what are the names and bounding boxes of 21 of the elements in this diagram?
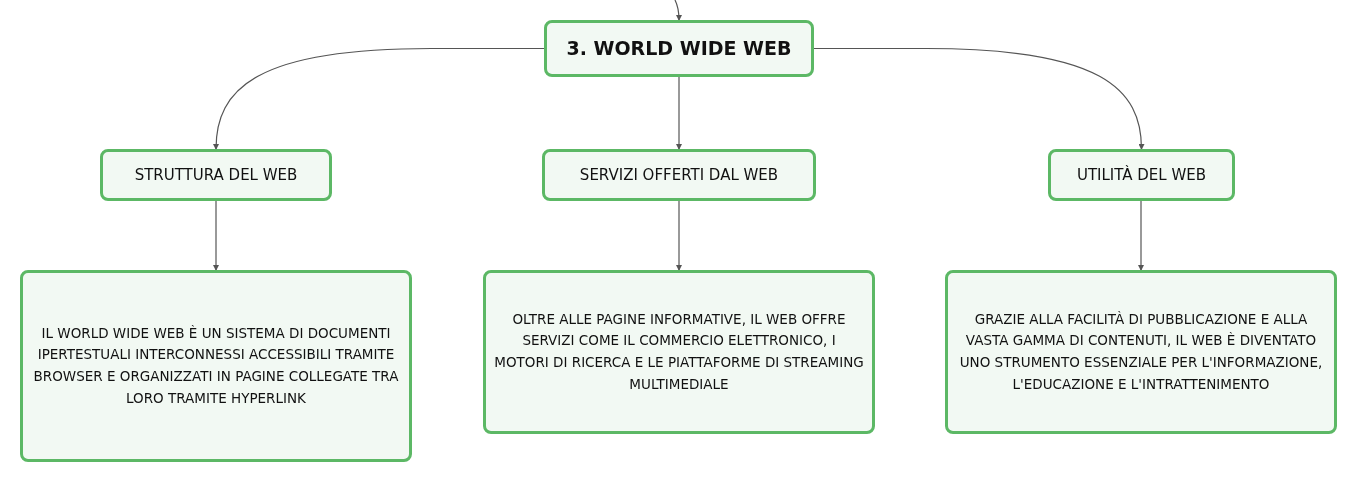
subtopic-box [542,149,816,201]
subtopic-box [100,149,332,201]
topic-title: UTILITÀ DEL WEB [1076,166,1207,184]
connector-arrow [813,47,1145,150]
description-box [945,270,1337,434]
topic-title: STRUTTURA DEL WEB [134,166,298,184]
connector-arrow [1138,200,1144,271]
connector-arrow [213,47,545,150]
connector-arrow [676,200,682,271]
description-box [483,270,875,434]
connector-arrow [213,200,219,271]
main-topic-box [544,20,814,77]
connector-arrow [676,76,682,150]
description-text: OLTRE ALLE PAGINE INFORMATIVE, IL WEB OFFRE SERVIZI COME IL COMMERCIO ELETTRONICO, I MOTORI DI RICERCA E LE PIATTAFORME DI STREAMING MULTIMEDIALE [494,309,864,394]
topic-title: 3. WORLD WIDE WEB [566,37,792,60]
description-text: GRAZIE ALLA FACILITÀ DI PUBBLICAZIONE E ALLA VASTA GAMMA DI CONTENUTI, IL WEB È DIVENTATO UNO STRUMENTO ESSENZIALE PER L'INFORMAZIONE, L'EDUCAZIONE E L'INTRATTENIMENTO [958,309,1324,394]
subtopic-box [1048,149,1235,201]
topic-title: SERVIZI OFFERTI DAL WEB [579,166,779,184]
description-box [20,270,412,462]
connector-arrow [674,0,682,21]
description-text: IL WORLD WIDE WEB È UN SISTEMA DI DOCUMENTI IPERTESTUALI INTERCONNESSI ACCESSIBILI TRAMITE BROWSER E ORGANIZZATI IN PAGINE COLLEGATE TRA LORO TRAMITE HYPERLINK [32,323,400,408]
